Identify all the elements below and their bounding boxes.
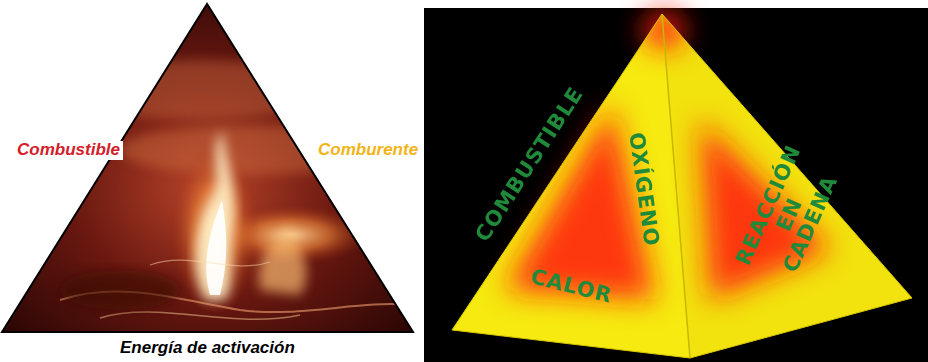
fuel-label: Combustible <box>14 141 123 160</box>
oxidizer-label: Comburente <box>315 141 421 160</box>
activation-energy-label: Energía de activación <box>117 339 298 358</box>
